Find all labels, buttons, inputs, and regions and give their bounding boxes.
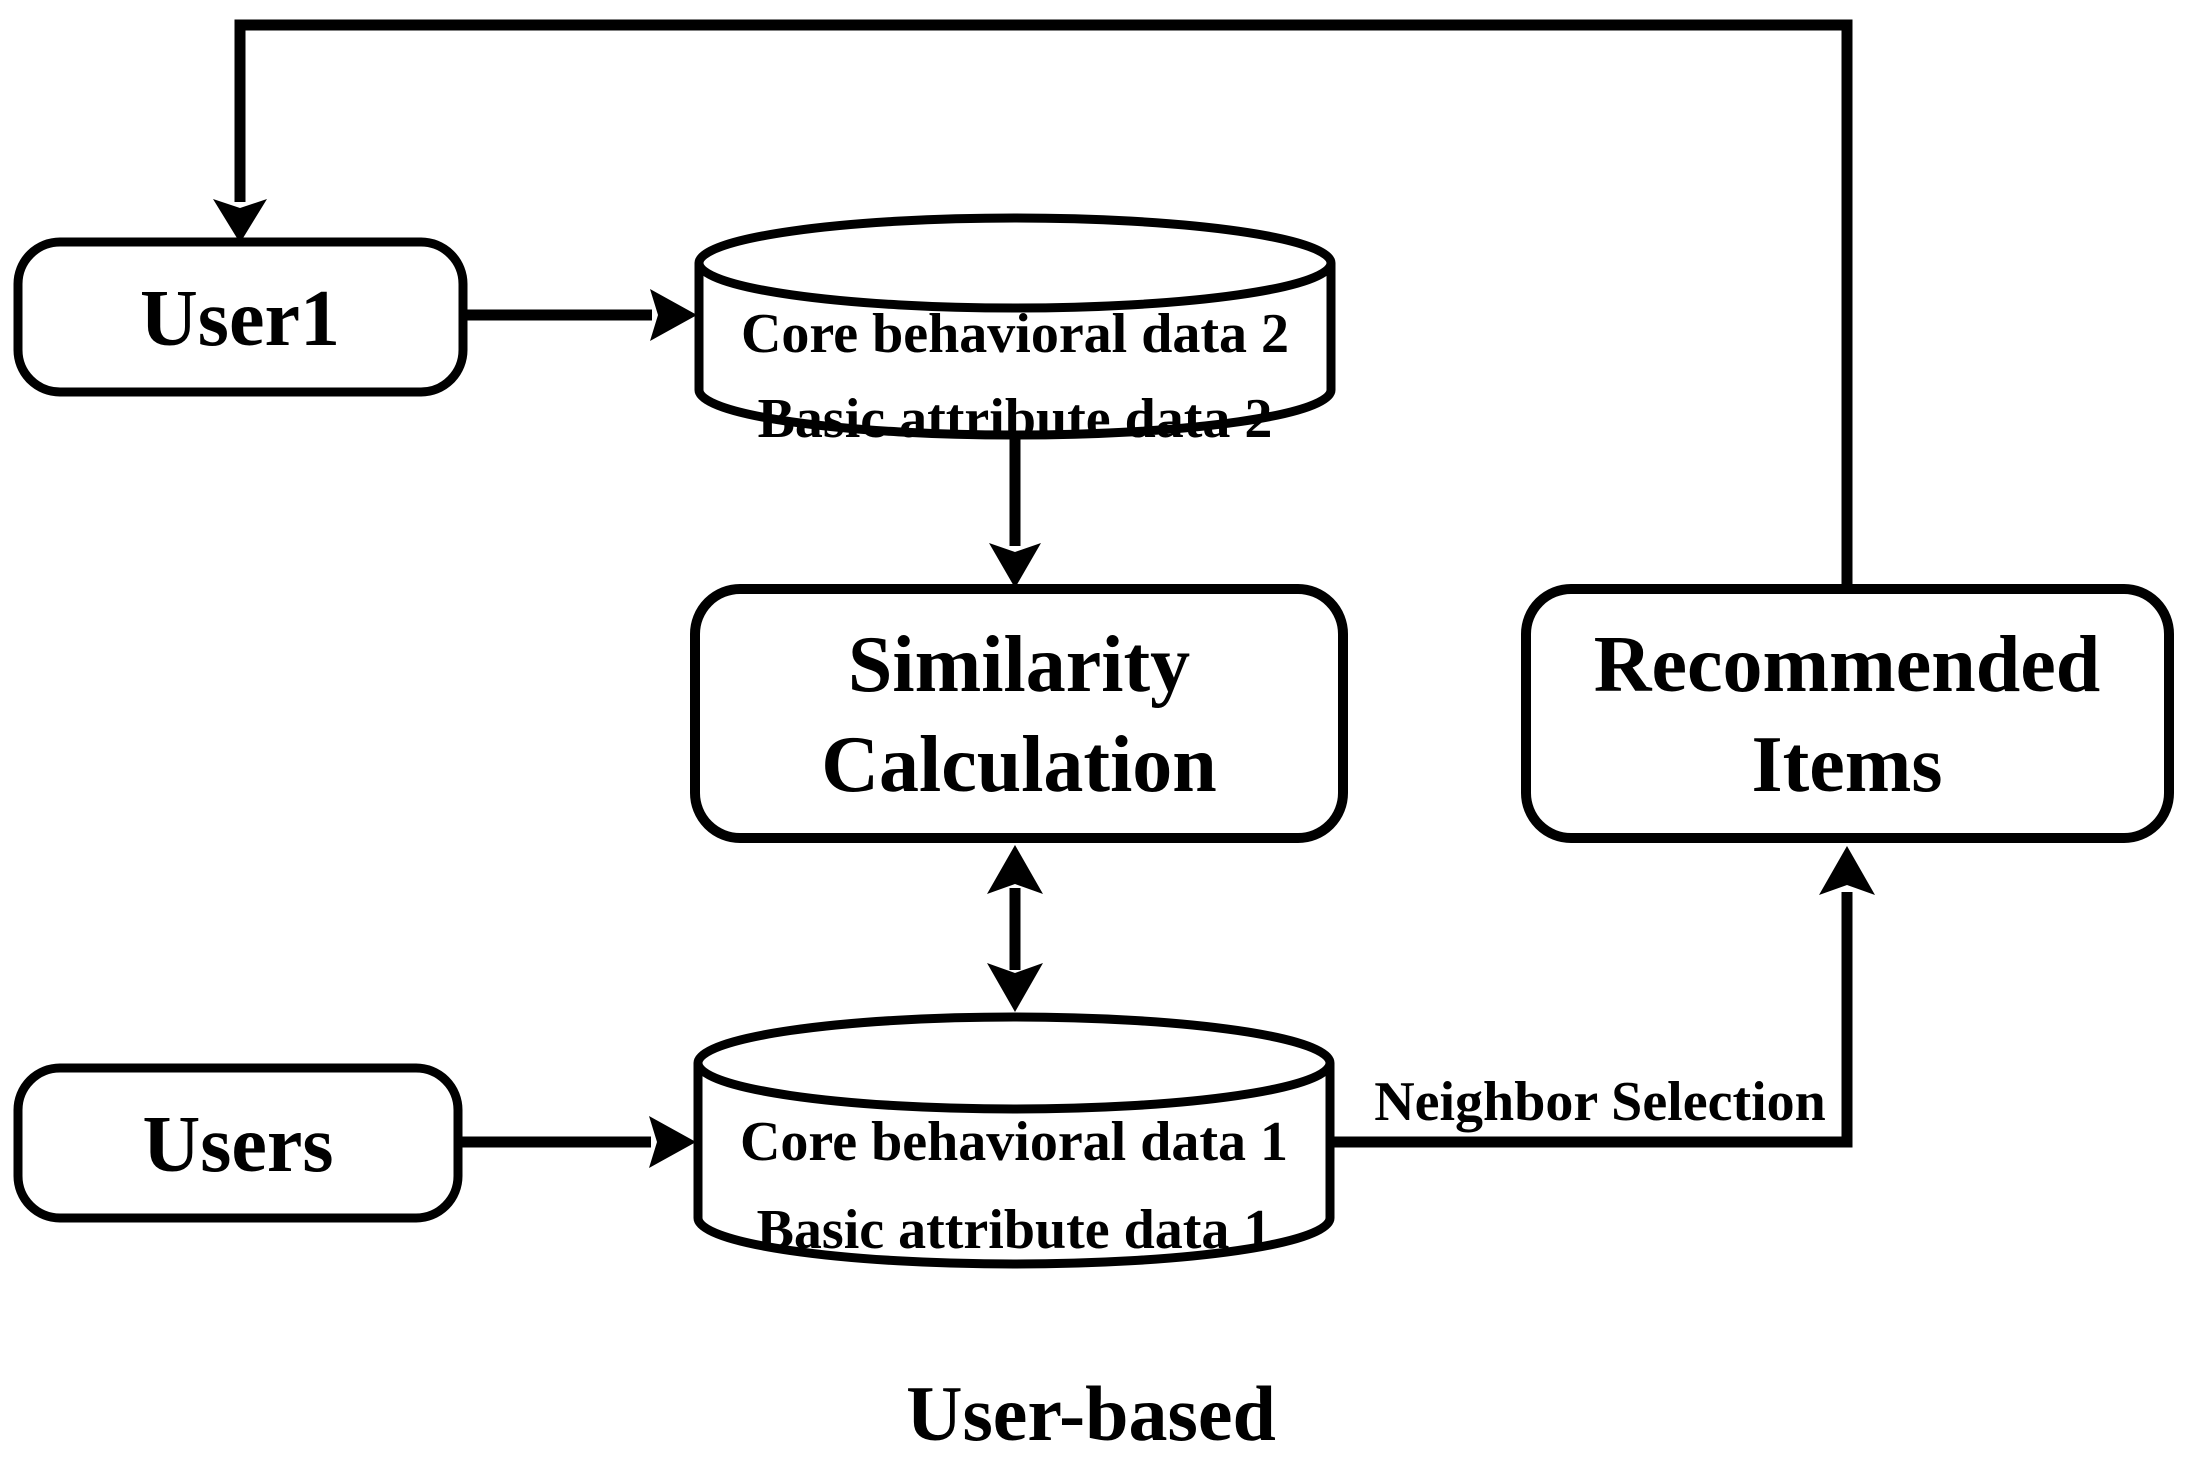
node-user1 bbox=[13, 237, 468, 397]
cylinder-1-line2: Basic attribute data 1 bbox=[757, 1199, 1272, 1261]
node-users bbox=[13, 1063, 463, 1223]
edge-recommended-to-user1 bbox=[234, 19, 1853, 592]
cylinder-2-top bbox=[694, 213, 1336, 313]
node-recommended-items bbox=[1521, 584, 2174, 843]
cylinder-1-line1: Core behavioral data 1 bbox=[740, 1111, 1288, 1173]
node-users-label: Users bbox=[142, 1101, 333, 1189]
diagram-title: User-based bbox=[906, 1370, 1276, 1457]
edge-label-background bbox=[1362, 1062, 1834, 1134]
recommended-line1: Recommended bbox=[1594, 621, 2101, 709]
cylinder-1-top bbox=[693, 1012, 1335, 1114]
arrowhead-down-into-user1 bbox=[213, 199, 267, 243]
cylinder-2-line2: Basic attribute data 2 bbox=[758, 388, 1273, 450]
cylinder-1-body bbox=[693, 1063, 1335, 1269]
cylinder-2-line1: Core behavioral data 2 bbox=[741, 303, 1289, 365]
arrowhead-up-into-recommended bbox=[1819, 846, 1875, 895]
node-similarity-calculation bbox=[690, 584, 1348, 843]
node-database-2: Core behavioral data 2 Basic attribute d… bbox=[694, 213, 1336, 450]
arrowhead-up-into-similarity bbox=[987, 845, 1043, 894]
arrowhead-down-into-similarity bbox=[989, 543, 1041, 588]
edge-db1-to-recommended bbox=[1330, 892, 1853, 1148]
similarity-line2: Calculation bbox=[821, 721, 1217, 809]
arrowhead-right-into-db1 bbox=[649, 1116, 696, 1168]
recommended-line2: Items bbox=[1751, 721, 1942, 809]
similarity-line1: Similarity bbox=[848, 621, 1190, 709]
node-database-1: Core behavioral data 1 Basic attribute d… bbox=[693, 1012, 1335, 1269]
node-user1-label: User1 bbox=[140, 275, 340, 363]
neighbor-selection-label: Neighbor Selection bbox=[1374, 1071, 1826, 1133]
arrowhead-down-into-db1 bbox=[987, 963, 1043, 1012]
arrowhead-right-into-db2 bbox=[650, 289, 697, 341]
